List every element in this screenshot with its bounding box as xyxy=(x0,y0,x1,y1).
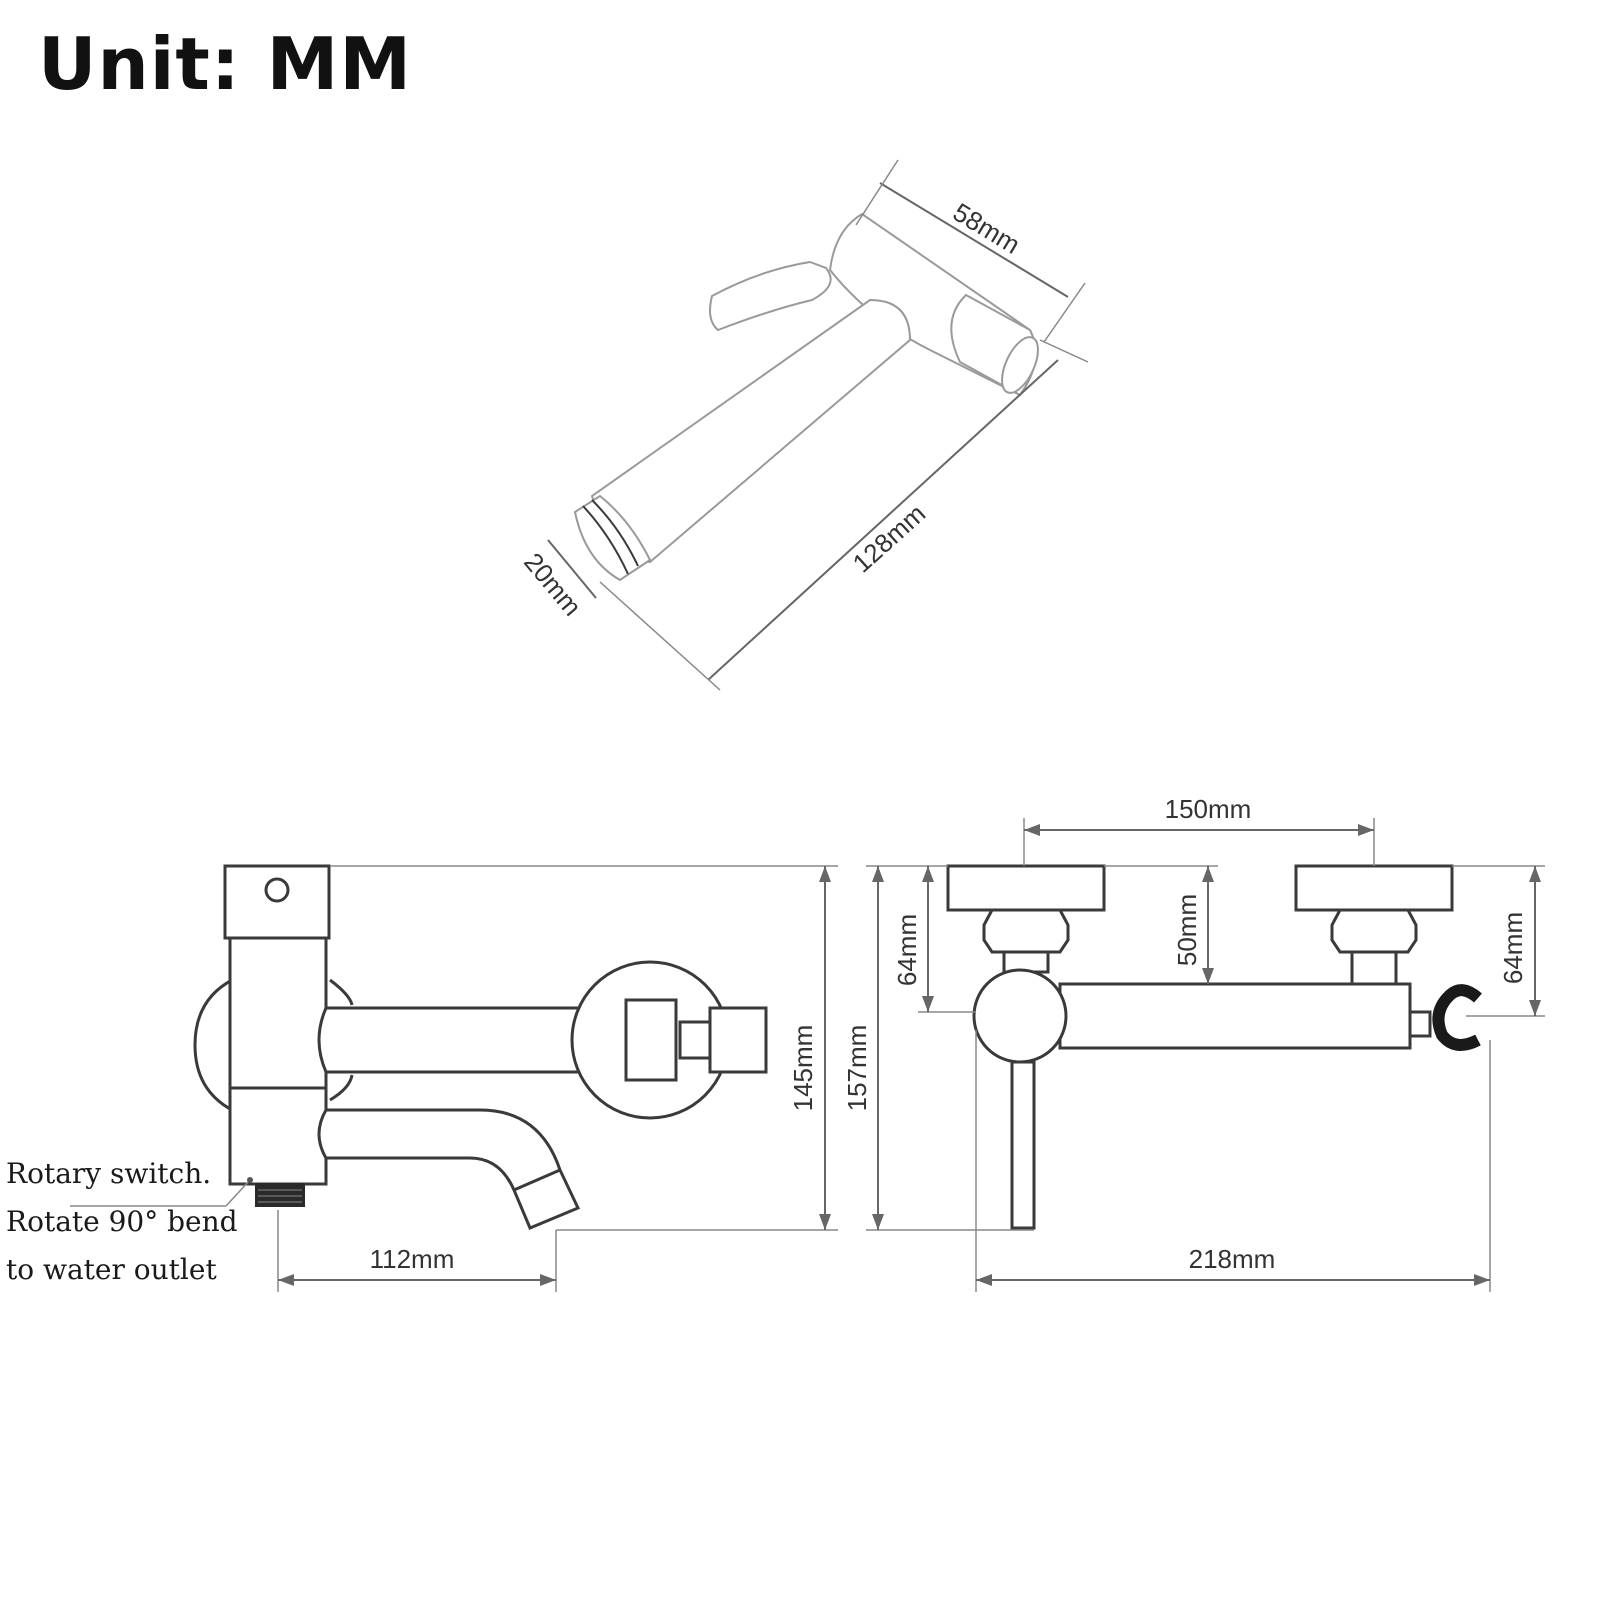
side-connector xyxy=(624,998,678,1082)
dim-label-150: 150mm xyxy=(1165,794,1252,824)
note-line-3: to water outlet xyxy=(6,1253,217,1286)
dim-label-58: 58mm xyxy=(948,197,1025,260)
front-flange-left xyxy=(946,864,1106,912)
dim-label-128: 128mm xyxy=(847,498,932,578)
faucet-front-view xyxy=(946,864,1482,1230)
note-line-2: Rotate 90° bend xyxy=(6,1205,238,1238)
note-leader xyxy=(225,1179,251,1207)
note-line-1: Rotary switch. xyxy=(6,1157,212,1190)
side-wall-flange-left xyxy=(193,978,233,1112)
side-spout xyxy=(317,1108,581,1230)
front-holder-mount xyxy=(1408,1010,1432,1038)
dim-line-58 xyxy=(879,182,1069,298)
dim-label-50: 50mm xyxy=(1172,894,1202,966)
dim-label-20: 20mm xyxy=(518,547,587,622)
dim-label-64-right: 64mm xyxy=(1498,912,1528,984)
side-outlet-thread xyxy=(255,1183,305,1207)
bidet-sprayer xyxy=(573,212,1039,582)
faucet-side-view xyxy=(193,864,768,1230)
front-sprayer-holder xyxy=(1432,984,1482,1051)
dim-label-112: 112mm xyxy=(370,1244,455,1274)
side-cap-screw xyxy=(264,877,290,903)
unit-title: Unit: MM xyxy=(38,22,412,106)
front-dimensions: 150mm 157mm 64mm 50mm 64mm xyxy=(842,794,1545,1292)
side-dimensions: 145mm 112mm xyxy=(277,865,838,1292)
side-diverter-body xyxy=(228,1086,328,1186)
front-lever-handle xyxy=(1010,1060,1036,1230)
dim-label-157: 157mm xyxy=(842,1025,872,1112)
dim-label-145: 145mm xyxy=(788,1025,818,1112)
front-valve-body xyxy=(972,968,1068,1064)
dim-line-128 xyxy=(707,359,1059,681)
front-main-bar xyxy=(1058,982,1412,1050)
sprayer-outlet xyxy=(1001,336,1039,394)
front-nut-right xyxy=(1330,908,1418,954)
dim-label-64-left: 64mm xyxy=(892,914,922,986)
side-end-cap xyxy=(708,1006,768,1074)
sprayer-lever xyxy=(709,260,832,332)
front-nut-left xyxy=(982,908,1070,954)
rotary-switch-note: Rotary switch. Rotate 90° bend to water … xyxy=(6,1150,238,1294)
front-flange-right xyxy=(1294,864,1454,912)
sprayer-handle xyxy=(590,298,912,564)
dim-line-20 xyxy=(547,539,597,599)
side-valve-body xyxy=(228,936,328,1090)
dim-label-218: 218mm xyxy=(1189,1244,1276,1274)
side-connector-neck xyxy=(678,1020,712,1060)
